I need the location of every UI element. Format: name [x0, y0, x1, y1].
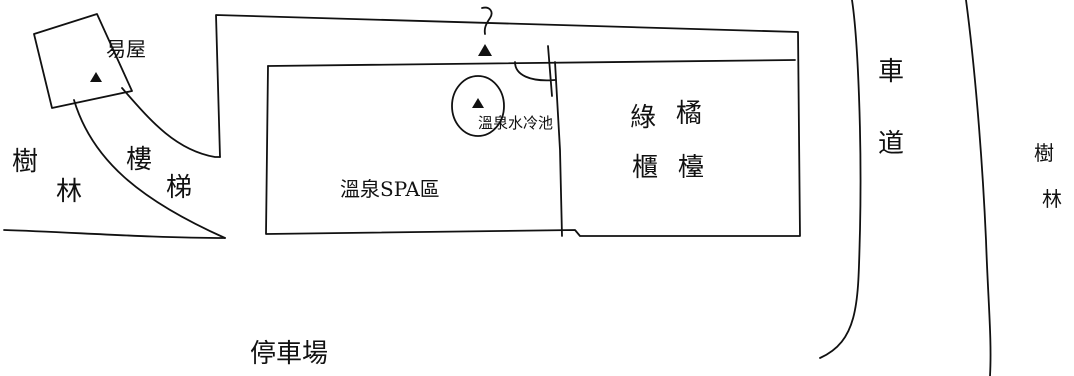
road-right-edge [965, 0, 992, 376]
hot-spring-pool-outline [451, 75, 505, 137]
hut-outline [33, 13, 133, 109]
forest-right-label-1: 樹 [1034, 141, 1054, 165]
hut-marker [90, 72, 102, 82]
road-label-2: 道 [878, 129, 904, 159]
stair-path-right-edge [121, 87, 221, 158]
building-divider [554, 61, 563, 237]
stairs-label-1: 樓 [126, 145, 152, 175]
parking-label: 停車場 [250, 339, 328, 369]
counter-label-cabinet: 櫃 [632, 153, 658, 183]
spa-area-label: 溫泉SPA區 [340, 177, 440, 201]
door-arc [514, 45, 556, 97]
stair-path-left-edge [73, 99, 226, 239]
stairs-label-2: 梯 [166, 173, 192, 203]
pool-marker [472, 98, 484, 108]
ground-line-left [3, 229, 226, 239]
forest-left-label-2: 林 [56, 177, 82, 207]
road-left-edge [819, 0, 862, 359]
building-outer [215, 14, 801, 237]
counter-label-orange: 橘 [676, 99, 702, 129]
counter-label-green: 綠 [630, 103, 656, 133]
building-inner-top [267, 59, 796, 67]
hot-spring-pool-label: 溫泉水冷池 [478, 114, 553, 132]
hut-label: 易屋 [106, 37, 146, 61]
top-marker [478, 44, 492, 56]
forest-right-label-2: 林 [1042, 187, 1062, 211]
question-mark-stroke [481, 6, 493, 35]
forest-left-label-1: 樹 [12, 147, 38, 177]
road-label-1: 車 [878, 57, 904, 87]
counter-label-desk: 檯 [678, 153, 704, 183]
